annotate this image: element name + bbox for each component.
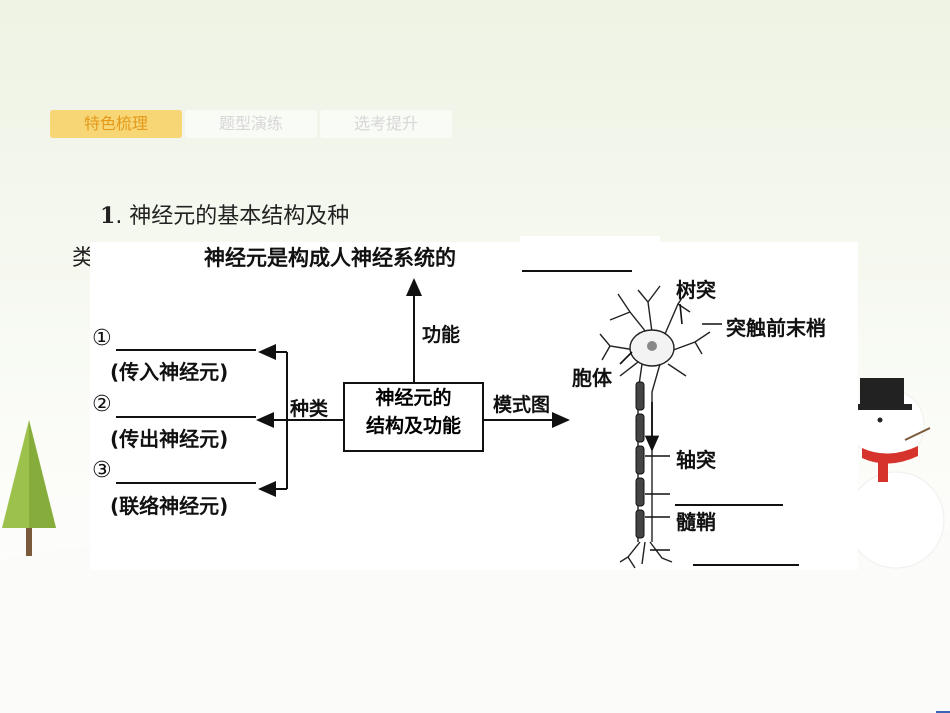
type-2-blank[interactable] — [116, 416, 256, 418]
heading-tail: 类 — [72, 246, 92, 270]
label-soma: 胞体 — [572, 366, 612, 390]
tab-bar: 特色梳理 题型演练 选考提升 — [50, 110, 452, 138]
label-terminal: 突触前末梢 — [726, 316, 826, 340]
panel-top-strip — [520, 236, 660, 246]
label-dendrite: 树突 — [676, 278, 716, 302]
heading-text: . 神经元的基本结构及种 — [115, 204, 350, 229]
type-3-marker: ③ — [92, 458, 112, 483]
type-2-desc: (传出神经元) — [110, 427, 229, 451]
type-1-marker: ① — [92, 326, 112, 351]
center-line-1: 神经元的 — [375, 387, 452, 409]
snowman-illustration — [847, 378, 945, 569]
neuron-drawing — [599, 285, 711, 569]
type-1-blank[interactable] — [116, 349, 256, 351]
label-axon: 轴突 — [676, 448, 716, 472]
heading-number: 1 — [100, 203, 116, 229]
type-2-marker: ② — [92, 392, 112, 417]
tree-illustration — [2, 420, 56, 556]
section-heading: 1. 神经元的基本结构及种 — [100, 198, 349, 230]
type-3-desc: (联络神经元) — [110, 494, 229, 518]
page-marker — [936, 711, 950, 713]
model-label: 模式图 — [493, 394, 551, 416]
diagram-lines — [256, 278, 722, 569]
type-1-desc: (传入神经元) — [110, 360, 229, 384]
blank-structure-2[interactable] — [693, 564, 799, 566]
function-text: 神经元是构成人神经系统的 — [204, 246, 456, 270]
function-blank[interactable] — [522, 270, 632, 272]
neuron-diagram: 神经元是构成人神经系统的 功能 神经元的 结构及功能 种类 模式图 ① (传入神… — [90, 242, 858, 570]
tab-exercises[interactable]: 题型演练 — [185, 110, 317, 138]
type-3-blank[interactable] — [116, 482, 256, 484]
tab-advanced[interactable]: 选考提升 — [320, 110, 452, 138]
center-line-2: 结构及功能 — [365, 415, 461, 437]
myelin-segments — [635, 381, 645, 539]
types-label: 种类 — [290, 398, 329, 420]
function-label: 功能 — [422, 324, 461, 346]
blank-structure-1[interactable] — [675, 504, 783, 506]
tab-features[interactable]: 特色梳理 — [50, 110, 182, 138]
label-myelin: 髓鞘 — [676, 510, 716, 534]
center-box: 神经元的 结构及功能 — [343, 382, 484, 452]
